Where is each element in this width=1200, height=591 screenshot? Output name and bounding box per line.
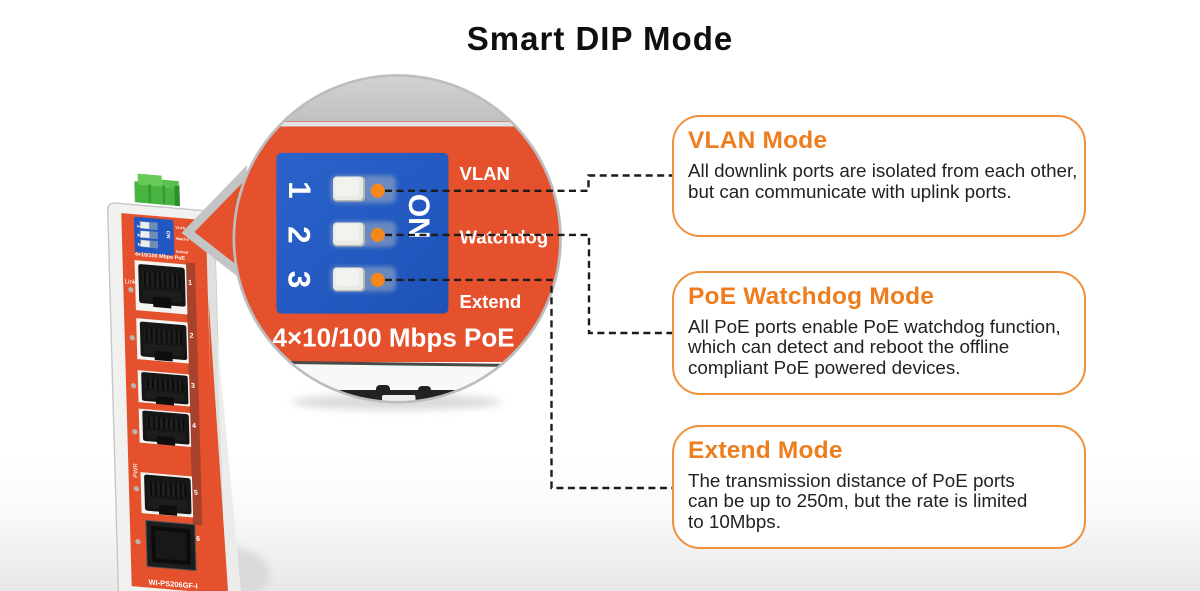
svg-text:Link: Link — [125, 278, 137, 286]
svg-text:NO: NO — [404, 194, 437, 239]
svg-text:3: 3 — [136, 242, 142, 247]
svg-text:VLAN: VLAN — [460, 163, 510, 184]
svg-text:4×10/100 Mbps PoE: 4×10/100 Mbps PoE — [273, 323, 515, 353]
svg-text:2: 2 — [136, 233, 142, 238]
svg-text:VLAN: VLAN — [175, 226, 185, 231]
svg-text:4: 4 — [192, 423, 196, 430]
svg-text:5: 5 — [194, 490, 198, 497]
svg-text:2: 2 — [281, 226, 317, 244]
svg-text:2: 2 — [189, 333, 193, 340]
svg-text:Watchd: Watchd — [176, 237, 189, 242]
svg-text:6: 6 — [196, 536, 200, 543]
svg-text:Watchdog: Watchdog — [460, 227, 549, 248]
svg-text:Extend: Extend — [176, 250, 188, 255]
svg-text:NO: NO — [166, 230, 172, 238]
svg-text:3: 3 — [282, 271, 318, 289]
svg-text:WI-PS206GF-I: WI-PS206GF-I — [148, 578, 197, 591]
svg-text:4×10/100 Mbps PoE: 4×10/100 Mbps PoE — [135, 252, 186, 262]
svg-text:PWR: PWR — [132, 462, 139, 478]
svg-text:1: 1 — [135, 224, 141, 229]
svg-text:1: 1 — [282, 181, 318, 199]
svg-text:Extend: Extend — [460, 291, 522, 312]
svg-text:3: 3 — [191, 383, 195, 390]
svg-text:1: 1 — [188, 280, 192, 287]
